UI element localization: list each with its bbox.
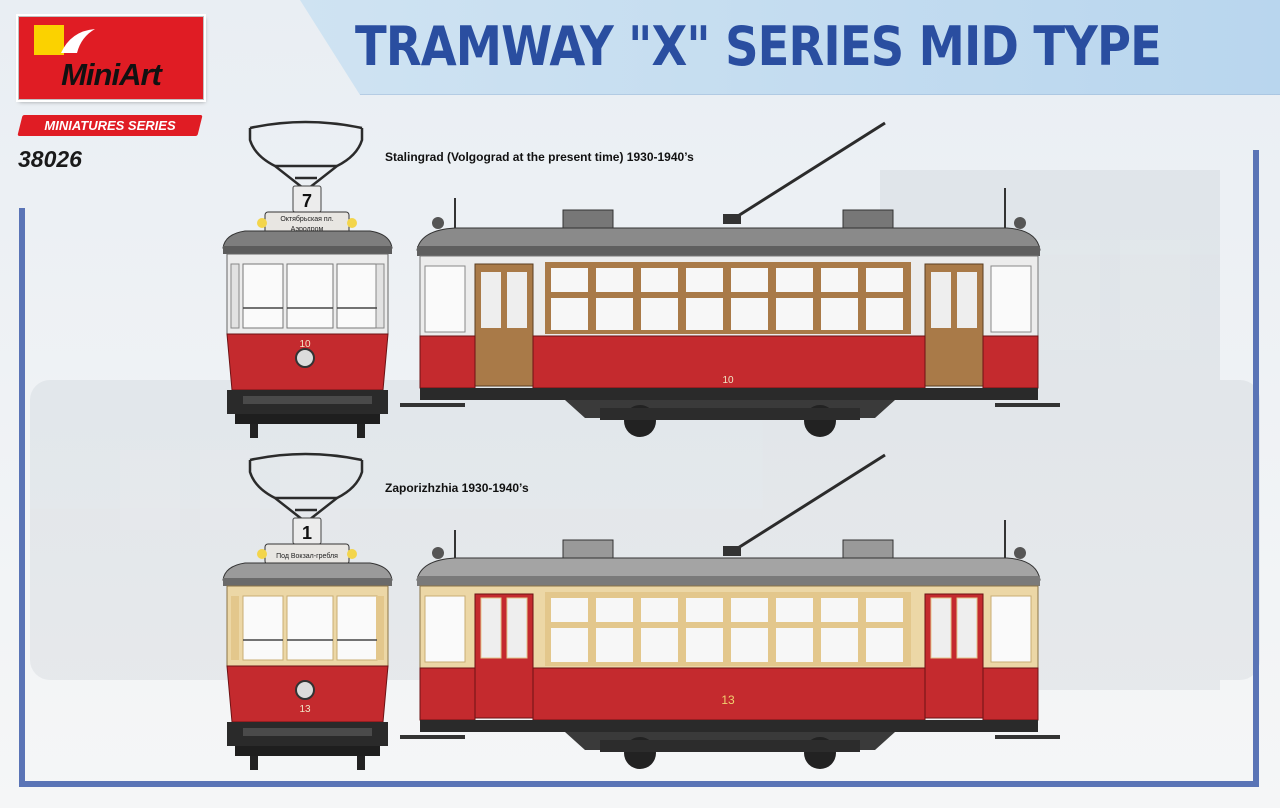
tram1-front-fleet-number: 10 [299,339,311,350]
tram2-dest-line1: Под Вокзал-гребля [276,552,338,560]
tram2-side-fleet-number: 13 [721,693,735,707]
frame-left-rule [19,208,25,786]
tram1-dest-line2: Аэродром [291,226,324,233]
frame-right-rule [1253,150,1259,786]
logo-white-swoosh-icon [61,29,95,53]
page-title: TRAMWAY "X" SERIES MID TYPE [355,15,1162,78]
tram2-front-view: 1 Под Вокзал-гребля 13 [222,452,393,770]
tram-caption-stalingrad: Stalingrad (Volgograd at the present tim… [385,150,694,164]
tram2-side-view: 13 [400,453,1060,769]
miniart-logo: MiniArt [18,16,204,100]
tram1-front-view: 7 Октябрьская пл. Аэродром 10 [222,120,393,438]
tram-caption-zaporizhzhia: Zaporizhzhia 1930-1940’s [385,481,529,495]
title-banner [300,0,1280,95]
tram1-route-number: 7 [302,191,312,211]
series-label: MINIATURES SERIES [44,118,176,133]
tram1-side-view: 10 [400,121,1060,437]
brand-name: MiniArt [61,57,162,92]
tram1-dest-line1: Октябрьская пл. [280,215,333,223]
tram2-route-number: 1 [302,523,312,543]
tram2-front-fleet-number: 13 [299,704,311,715]
logo-yellow-square [34,25,64,55]
tram1-side-fleet-number: 10 [722,375,734,386]
product-code: 38026 [18,146,82,172]
frame-bottom-rule [19,781,1259,787]
